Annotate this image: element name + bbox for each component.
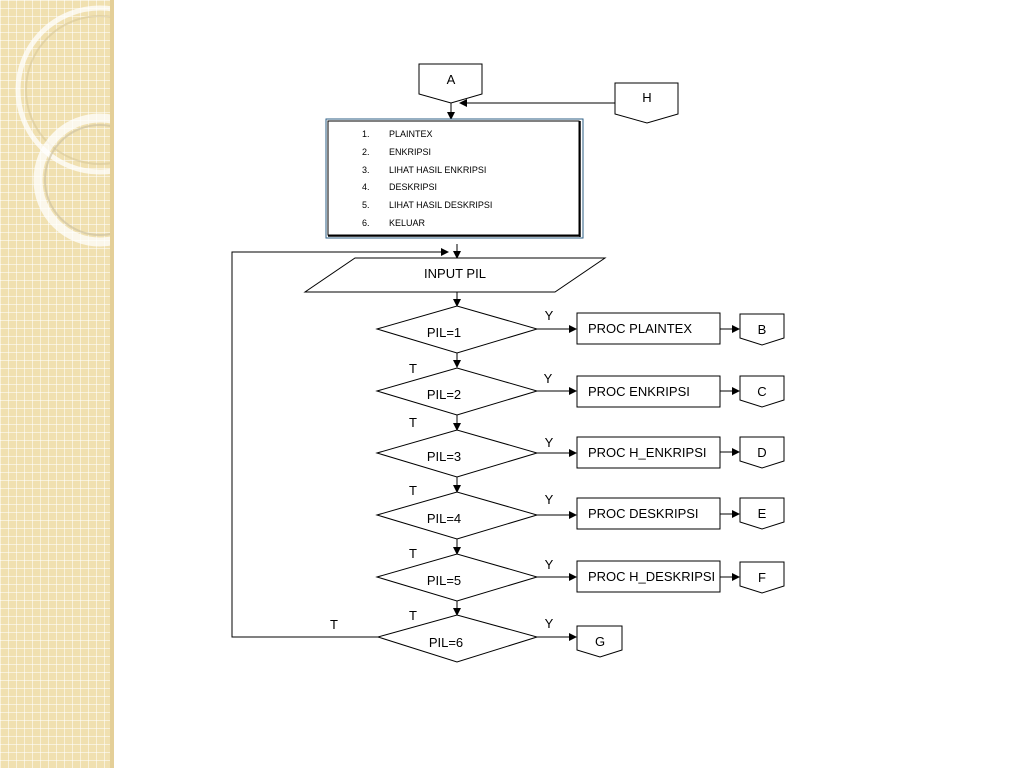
- connector-a: A: [418, 63, 483, 104]
- no-label-1: T: [409, 361, 417, 376]
- yes-label-2: Y: [544, 371, 553, 386]
- menu-item-4-num: 4.: [362, 182, 370, 192]
- process-h-enkripsi-label: PROC H_ENKRIPSI: [588, 445, 706, 460]
- decision-4-label: PIL=4: [427, 511, 461, 526]
- decision-5: PIL=5: [375, 553, 539, 602]
- decorative-sidebar: [0, 0, 114, 768]
- sidebar-edge: [110, 0, 114, 768]
- process-plaintex: PROC PLAINTEX: [576, 312, 721, 345]
- menu-item-5-label: LIHAT HASIL DESKRIPSI: [389, 200, 492, 210]
- decision-3-label: PIL=3: [427, 449, 461, 464]
- decision-4: PIL=4: [375, 491, 539, 540]
- menu-item-1-num: 1.: [362, 129, 370, 139]
- connector-e: E: [739, 497, 785, 530]
- connector-b-label: B: [758, 322, 767, 337]
- input-box: INPUT PIL: [303, 257, 607, 293]
- connector-e-label: E: [758, 506, 767, 521]
- connector-g-label: G: [595, 634, 605, 649]
- menu-item-6-label: KELUAR: [389, 218, 426, 228]
- no-label-4: T: [409, 546, 417, 561]
- menu-item-2-label: ENKRIPSI: [389, 147, 431, 157]
- process-h-enkripsi: PROC H_ENKRIPSI: [576, 436, 721, 469]
- process-enkripsi: PROC ENKRIPSI: [576, 375, 721, 408]
- connector-f-label: F: [758, 570, 766, 585]
- menu-box: 1. PLAINTEX 2. ENKRIPSI 3. LIHAT HASIL E…: [325, 118, 584, 239]
- input-label: INPUT PIL: [424, 266, 486, 281]
- connector-d: D: [739, 436, 785, 469]
- process-deskripsi: PROC DESKRIPSI: [576, 497, 721, 530]
- no-label-5: T: [409, 608, 417, 623]
- yes-label-5: Y: [545, 557, 554, 572]
- loop-back-line: [231, 248, 449, 638]
- decision-6-label: PIL=6: [429, 635, 463, 650]
- menu-item-3-num: 3.: [362, 165, 370, 175]
- connector-g: G: [576, 625, 623, 658]
- yes-label-4: Y: [545, 492, 554, 507]
- yes-label-1: Y: [545, 308, 554, 323]
- connector-a-label: A: [447, 72, 456, 87]
- process-plaintex-label: PROC PLAINTEX: [588, 321, 692, 336]
- decision-2-label: PIL=2: [427, 387, 461, 402]
- menu-item-1-label: PLAINTEX: [389, 129, 433, 139]
- yes-label-3: Y: [545, 435, 554, 450]
- connector-c: C: [739, 375, 785, 408]
- no-label-2: T: [409, 415, 417, 430]
- decorative-rings: [15, 5, 114, 247]
- decision-5-label: PIL=5: [427, 573, 461, 588]
- yes-label-6: Y: [545, 616, 554, 631]
- decision-6: PIL=6: [376, 614, 539, 663]
- process-enkripsi-label: PROC ENKRIPSI: [588, 384, 690, 399]
- decision-1: PIL=1: [375, 305, 539, 354]
- connector-d-label: D: [757, 445, 766, 460]
- connector-f: F: [739, 561, 785, 594]
- menu-item-2-num: 2.: [362, 147, 370, 157]
- no-label-6: T: [330, 617, 338, 632]
- connector-h-label: H: [642, 90, 651, 105]
- process-h-deskripsi-label: PROC H_DESKRIPSI: [588, 569, 715, 584]
- no-label-3: T: [409, 483, 417, 498]
- process-h-deskripsi: PROC H_DESKRIPSI: [576, 560, 721, 593]
- decision-3: PIL=3: [375, 429, 539, 478]
- menu-item-5-num: 5.: [362, 200, 370, 210]
- decision-2: PIL=2: [375, 367, 539, 416]
- menu-item-6-num: 6.: [362, 218, 370, 228]
- connector-h: H: [614, 82, 679, 124]
- connector-c-label: C: [757, 384, 766, 399]
- connector-b: B: [739, 313, 785, 346]
- menu-item-3-label: LIHAT HASIL ENKRIPSI: [389, 165, 486, 175]
- decision-1-label: PIL=1: [427, 325, 461, 340]
- process-deskripsi-label: PROC DESKRIPSI: [588, 506, 699, 521]
- menu-item-4-label: DESKRIPSI: [389, 182, 437, 192]
